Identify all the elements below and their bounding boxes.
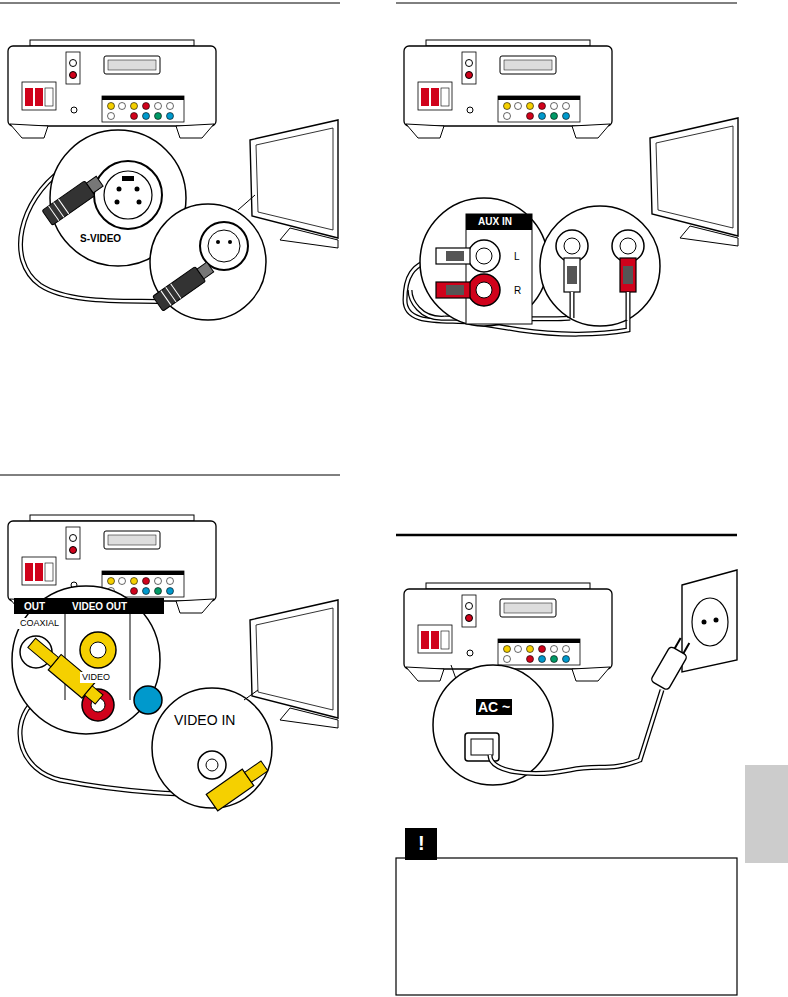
socket-label: AC ~: [476, 699, 512, 715]
port-label: COAXIAL: [18, 618, 61, 629]
channel-label: R: [512, 285, 523, 297]
port-heading: VIDEO OUT: [70, 601, 129, 613]
port-heading: AUX IN: [476, 216, 514, 228]
channel-label: L: [512, 251, 522, 263]
port-label: VIDEO: [80, 672, 112, 683]
port-label: VIDEO IN: [172, 712, 237, 728]
port-heading: OUT: [22, 601, 47, 613]
caution-icon: !: [416, 832, 427, 854]
port-label: S-VIDEO: [78, 233, 123, 245]
